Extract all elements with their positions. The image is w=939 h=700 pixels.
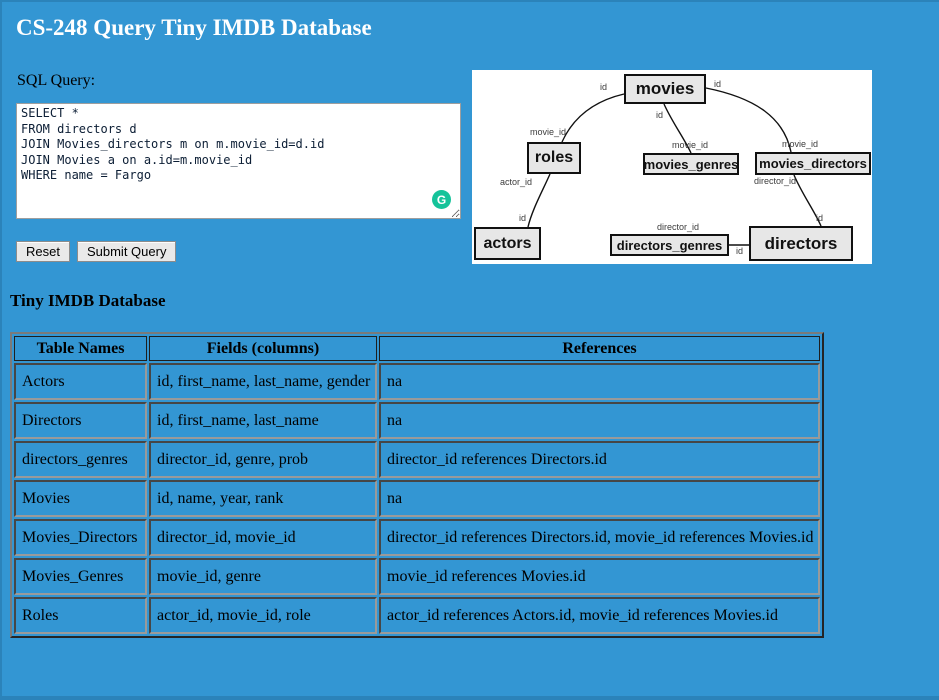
column-header-references: References — [379, 336, 820, 361]
cell-table-name: Movies_Directors — [14, 519, 147, 556]
diagram-node-directors-genres: directors_genres — [610, 234, 729, 256]
table-row: directors_genres director_id, genre, pro… — [14, 441, 820, 478]
table-row: Roles actor_id, movie_id, role actor_id … — [14, 597, 820, 634]
reset-button[interactable]: Reset — [16, 241, 70, 262]
cell-references: director_id references Directors.id, mov… — [379, 519, 820, 556]
cell-fields: actor_id, movie_id, role — [149, 597, 377, 634]
edge-label-movies-left-id: id — [600, 82, 608, 92]
cell-table-name: Movies — [14, 480, 147, 517]
edge-label-movies-directors-director-id: director_id — [754, 176, 797, 186]
page-title: CS-248 Query Tiny IMDB Database — [16, 15, 372, 40]
edge-label-directors-left-id: id — [736, 246, 744, 256]
cell-references: director_id references Directors.id — [379, 441, 820, 478]
cell-table-name: Roles — [14, 597, 147, 634]
diagram-node-movies: movies — [624, 74, 706, 104]
table-row: Actors id, first_name, last_name, gender… — [14, 363, 820, 400]
cell-fields: director_id, genre, prob — [149, 441, 377, 478]
table-row: Movies_Directors director_id, movie_id d… — [14, 519, 820, 556]
edge-label-movies-bottom-id: id — [656, 110, 664, 120]
sql-query-label: SQL Query: — [17, 72, 96, 89]
cell-fields: id, name, year, rank — [149, 480, 377, 517]
schema-diagram: movies roles movies_genres movies_direct… — [472, 70, 872, 264]
edge-label-roles-actor-id: actor_id — [500, 177, 533, 187]
diagram-node-roles: roles — [527, 142, 581, 174]
query-buttons: Reset Submit Query — [16, 241, 177, 262]
column-header-table-names: Table Names — [14, 336, 147, 361]
cell-references: actor_id references Actors.id, movie_id … — [379, 597, 820, 634]
sql-query-input[interactable]: SELECT * FROM directors d JOIN Movies_di… — [16, 103, 461, 219]
cell-references: na — [379, 363, 820, 400]
database-table: Table Names Fields (columns) References … — [10, 332, 824, 638]
diagram-node-movies-genres: movies_genres — [643, 153, 739, 175]
cell-table-name: Movies_Genres — [14, 558, 147, 595]
table-row: Movies id, name, year, rank na — [14, 480, 820, 517]
edge-label-directors-genres-director-id: director_id — [657, 222, 700, 232]
sql-query-area: SELECT * FROM directors d JOIN Movies_di… — [16, 103, 461, 219]
diagram-node-directors: directors — [749, 226, 853, 261]
diagram-node-movies-directors: movies_directors — [755, 152, 871, 175]
column-header-fields: Fields (columns) — [149, 336, 377, 361]
cell-fields: movie_id, genre — [149, 558, 377, 595]
edge-label-movies-right-id: id — [714, 79, 722, 89]
cell-table-name: Directors — [14, 402, 147, 439]
table-row: Movies_Genres movie_id, genre movie_id r… — [14, 558, 820, 595]
cell-references: na — [379, 402, 820, 439]
edge-label-movies-directors-movie-id: movie_id — [782, 139, 819, 149]
edge-label-movies-genres-movie-id: movie_id — [672, 140, 709, 150]
schema-edges — [527, 87, 822, 246]
submit-query-button[interactable]: Submit Query — [76, 241, 177, 262]
edge-label-actors-id: id — [519, 213, 527, 223]
cell-fields: id, first_name, last_name — [149, 402, 377, 439]
cell-fields: director_id, movie_id — [149, 519, 377, 556]
cell-references: na — [379, 480, 820, 517]
grammarly-icon[interactable]: G — [432, 190, 451, 209]
cell-table-name: Actors — [14, 363, 147, 400]
table-header-row: Table Names Fields (columns) References — [14, 336, 820, 361]
diagram-node-actors: actors — [474, 227, 541, 260]
cell-references: movie_id references Movies.id — [379, 558, 820, 595]
database-heading: Tiny IMDB Database — [10, 291, 166, 310]
cell-fields: id, first_name, last_name, gender — [149, 363, 377, 400]
edge-label-roles-movie-id: movie_id — [530, 127, 567, 137]
table-row: Directors id, first_name, last_name na — [14, 402, 820, 439]
cell-table-name: directors_genres — [14, 441, 147, 478]
edge-label-directors-top-id: id — [816, 213, 824, 223]
